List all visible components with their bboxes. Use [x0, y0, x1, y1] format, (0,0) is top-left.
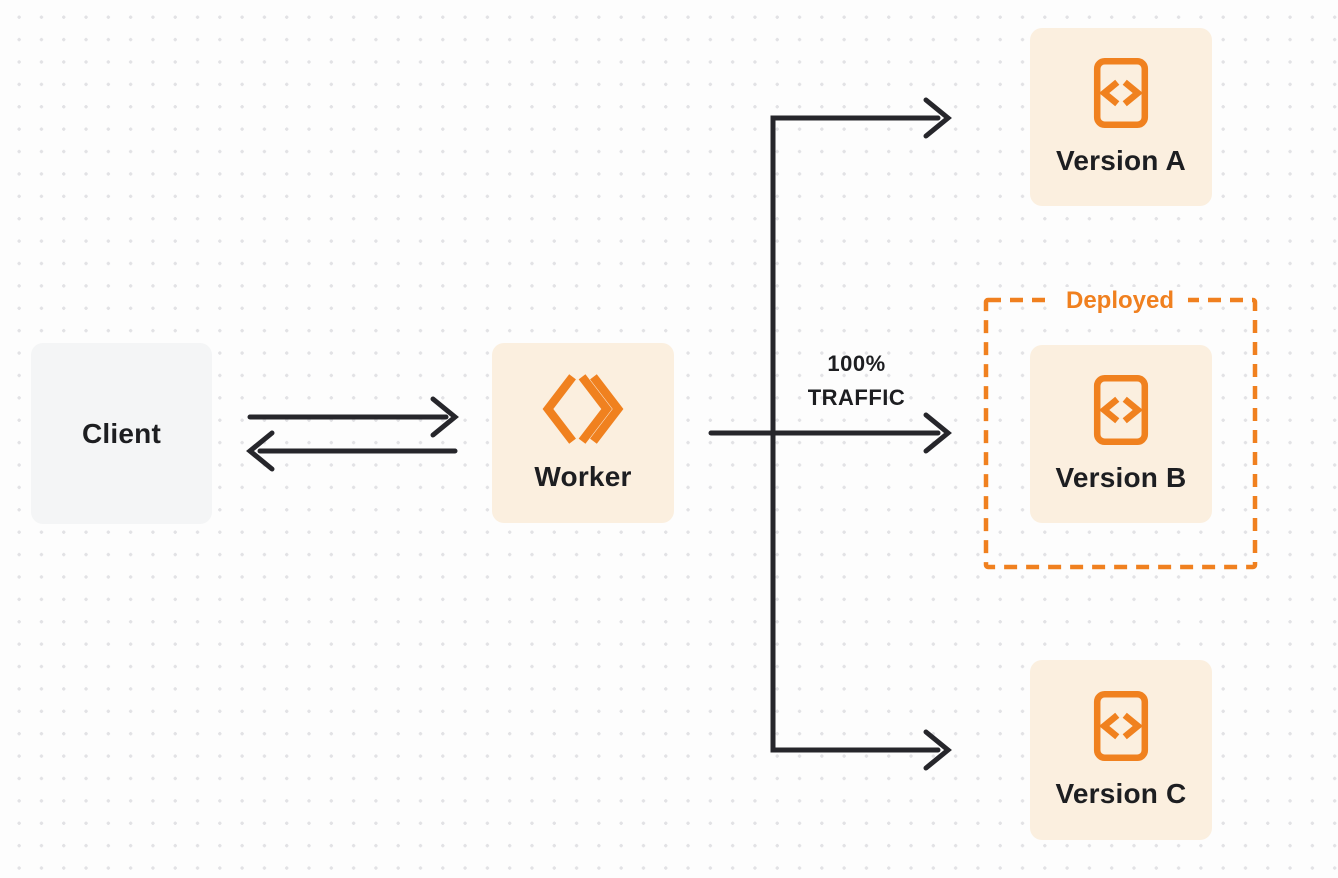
worker-label: Worker [534, 461, 632, 492]
client-to-worker-arrowhead-icon [430, 396, 459, 438]
code-file-icon [1093, 57, 1149, 129]
version-a-label: Version A [1056, 145, 1186, 176]
traffic-annotation-line1: 100% [827, 351, 886, 376]
traffic-annotation: 100% TRAFFIC [774, 347, 939, 415]
version-b-label: Version B [1055, 462, 1187, 493]
node-worker: Worker [492, 343, 674, 523]
node-version-c: Version C [1030, 660, 1212, 840]
code-file-icon [1093, 374, 1149, 446]
node-version-b: Version B [1030, 345, 1212, 523]
node-version-a: Version A [1030, 28, 1212, 206]
deployed-group-label: Deployed [1051, 287, 1189, 315]
code-file-icon [1093, 690, 1149, 762]
worker-double-chevron-icon [542, 373, 624, 445]
worker-to-version-b-arrowhead-icon [923, 412, 952, 454]
traffic-annotation-line2: TRAFFIC [807, 385, 906, 410]
client-label: Client [82, 417, 161, 449]
worker-to-version-c-arrowhead-icon [923, 729, 952, 771]
worker-to-version-a-arrowhead-icon [923, 97, 952, 139]
node-client: Client [31, 343, 212, 524]
version-c-label: Version C [1055, 778, 1187, 809]
worker-to-version-c-arrow-line [770, 430, 941, 753]
worker-to-client-arrowhead-icon [246, 430, 275, 472]
